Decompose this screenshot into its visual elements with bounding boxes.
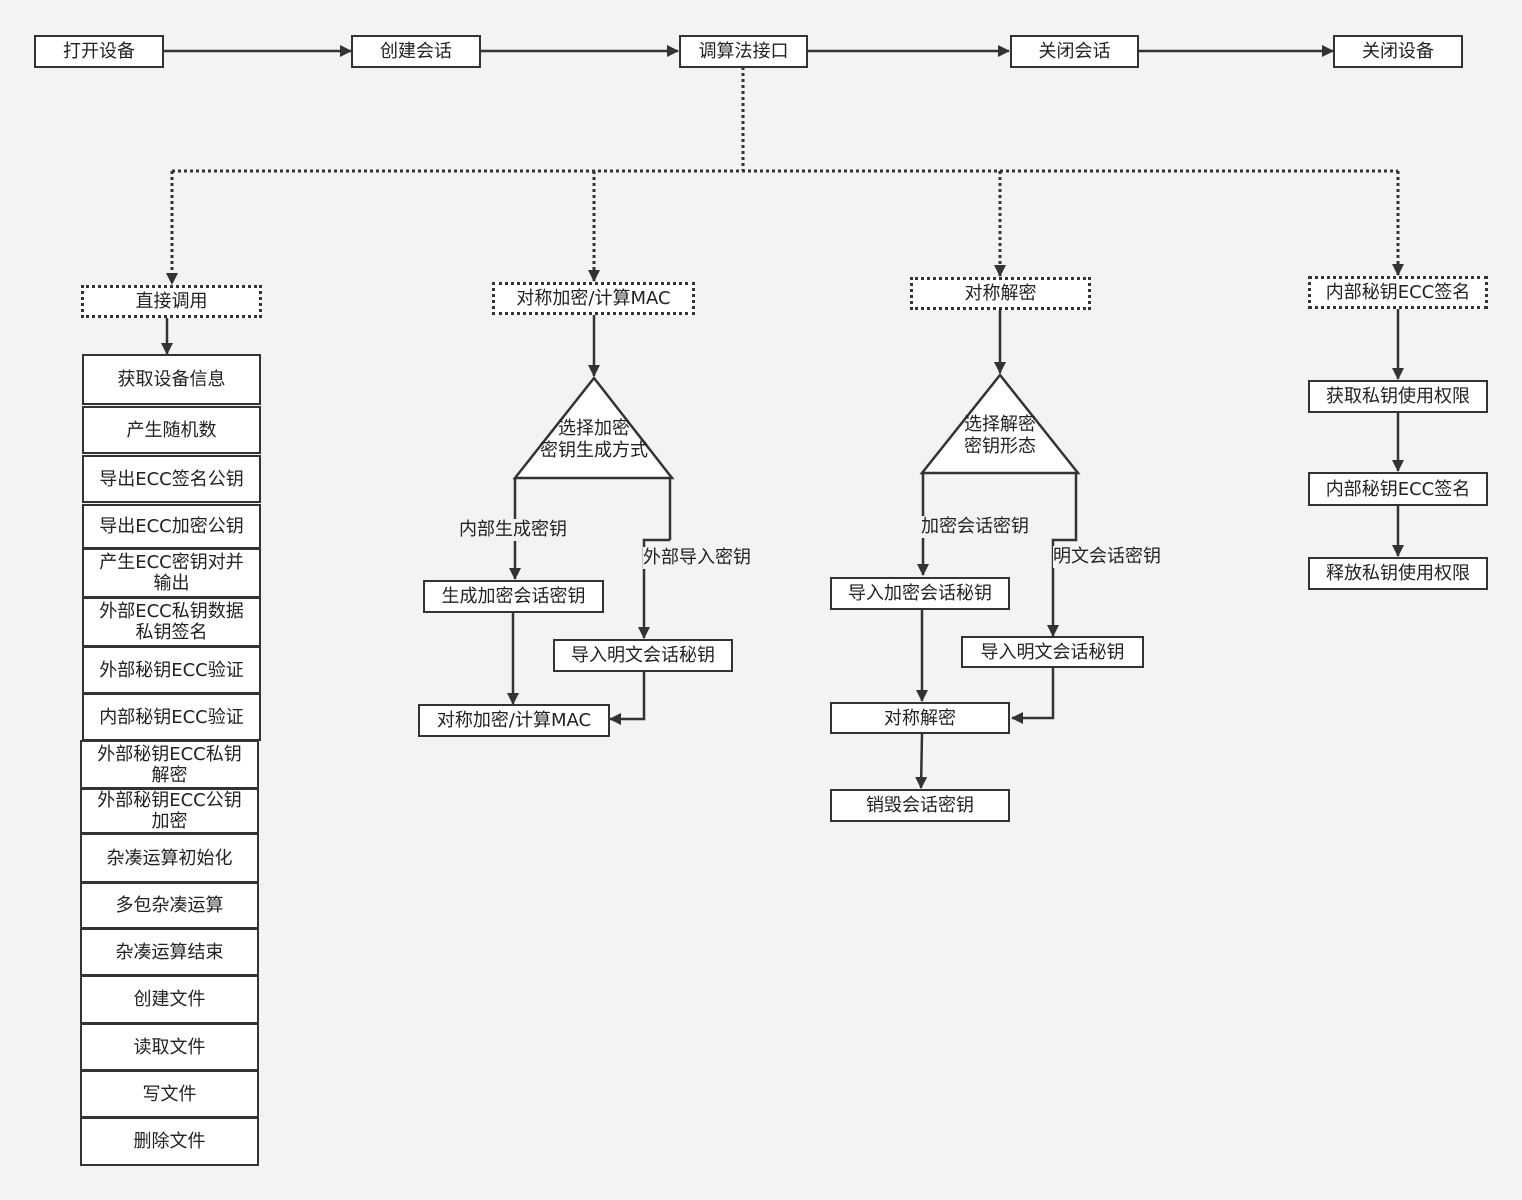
edge-label-internal-gen: 内部生成密钥 xyxy=(459,519,567,541)
node-close-device: 关闭设备 xyxy=(1333,35,1463,68)
node-decrypt: 对称解密 xyxy=(830,702,1010,734)
list-item: 外部秘钥ECC私钥 解密 xyxy=(80,740,259,789)
node-generate-session-key: 生成加密会话密钥 xyxy=(423,580,604,613)
list-item: 多包杂凑运算 xyxy=(80,882,259,929)
node-import-enc-session-key: 导入加密会话秘钥 xyxy=(830,577,1010,610)
list-item: 读取文件 xyxy=(80,1023,259,1071)
list-item: 导出ECC签名公钥 xyxy=(82,455,261,503)
node-import-plain-key-enc: 导入明文会话秘钥 xyxy=(553,639,733,672)
node-symmetric-encrypt: 对称加密/计算MAC xyxy=(492,282,695,315)
list-item: 杂凑运算初始化 xyxy=(80,833,259,883)
node-internal-ecc-sign: 内部秘钥ECC签名 xyxy=(1308,276,1488,309)
arrow-import-to-final xyxy=(609,672,646,725)
list-item: 创建文件 xyxy=(80,975,259,1024)
list-item: 杂凑运算结束 xyxy=(80,928,259,976)
arrow-plain-session-key xyxy=(1047,473,1078,637)
node-destroy-session-key: 销毁会话密钥 xyxy=(830,789,1010,822)
node-call-algorithm: 调算法接口 xyxy=(679,35,808,68)
list-item: 删除文件 xyxy=(80,1117,259,1166)
node-create-session: 创建会话 xyxy=(351,35,481,68)
list-item: 产生随机数 xyxy=(82,406,261,454)
list-item: 产生ECC密钥对并 输出 xyxy=(82,548,261,598)
encrypt-decision-text: 选择加密 密钥生成方式 xyxy=(540,418,648,461)
encrypt-decision-shape xyxy=(512,375,675,480)
list-item: 内部秘钥ECC验证 xyxy=(82,693,261,741)
list-item: 写文件 xyxy=(80,1070,259,1118)
node-release-key-permission: 释放私钥使用权限 xyxy=(1308,557,1488,590)
edge-label-plain-session-key: 明文会话密钥 xyxy=(1053,546,1161,568)
decrypt-decision-text: 选择解密 密钥形态 xyxy=(964,414,1036,457)
list-item: 外部ECC私钥数据 私钥签名 xyxy=(82,597,261,647)
decrypt-decision-shape xyxy=(919,372,1081,475)
node-close-session: 关闭会话 xyxy=(1010,35,1139,68)
edge-label-enc-session-key: 加密会话密钥 xyxy=(921,516,1029,538)
list-item: 导出ECC加密公钥 xyxy=(82,504,261,549)
node-encrypt-final: 对称加密/计算MAC xyxy=(418,704,610,737)
list-item: 获取设备信息 xyxy=(82,354,261,405)
arrow-import-plain-to-decrypt xyxy=(1011,668,1055,724)
node-internal-sign: 内部秘钥ECC签名 xyxy=(1308,472,1488,506)
node-import-plain-key-dec: 导入明文会话秘钥 xyxy=(961,636,1144,668)
node-open-device: 打开设备 xyxy=(34,35,164,68)
list-item: 外部秘钥ECC验证 xyxy=(82,646,261,694)
list-item: 外部秘钥ECC公钥 加密 xyxy=(80,788,259,834)
arrow-external-import-2 xyxy=(638,538,670,639)
node-symmetric-decrypt: 对称解密 xyxy=(910,277,1091,310)
arrow-decrypt-to-destroy xyxy=(915,733,928,789)
node-get-key-permission: 获取私钥使用权限 xyxy=(1308,380,1488,413)
node-direct-call: 直接调用 xyxy=(81,285,262,318)
edge-label-external-import: 外部导入密钥 xyxy=(643,547,751,569)
